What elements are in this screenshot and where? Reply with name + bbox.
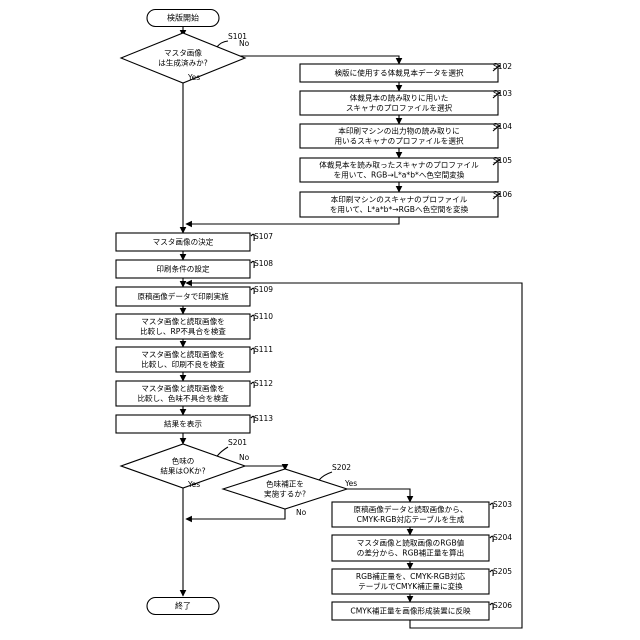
step-s204: マスタ画像と読取画像のRGB値の差分から、RGB補正量を算出 S204 <box>332 533 512 561</box>
decision-s101-no-label: No <box>239 39 250 48</box>
step-s111: マスタ画像と読取画像を比較し、印刷不良を検査 S111 <box>116 345 273 372</box>
step-s204-id: S204 <box>493 533 512 542</box>
end-terminal-label: 終了 <box>175 601 191 611</box>
step-s113: 結果を表示 S113 <box>116 414 273 433</box>
step-s205: RGB補正量を、CMYK-RGB対応テーブルでCMYK補正量に変換 S205 <box>332 567 512 594</box>
step-s206: CMYK補正量を画像形成装置に反映 S206 <box>332 601 512 620</box>
step-s205-text-line-2: テーブルでCMYK補正量に変換 <box>358 581 463 591</box>
step-s104: 本印刷マシンの出力物の読み取りに用いるスキャナのプロファイルを選択 S104 <box>300 122 512 148</box>
decision-s101-text-line-1: マスタ画像 <box>164 48 202 58</box>
step-s107: マスタ画像の決定 S107 <box>116 232 273 251</box>
step-s110-id: S110 <box>254 312 273 321</box>
step-s111-text-line-2: 比較し、印刷不良を検査 <box>141 359 225 369</box>
step-s204-text-line-2: の差分から、RGB補正量を算出 <box>357 548 465 558</box>
step-s108-text-line-1: 印刷条件の設定 <box>156 264 210 274</box>
step-s110-text-line-1: マスタ画像と読取画像を <box>141 316 225 326</box>
decision-s101: マスタ画像は生成済みか?S101NoYes <box>121 32 250 83</box>
decision-s201-id: S201 <box>228 438 247 447</box>
step-s109: 原稿画像データで印刷実施 S109 <box>116 285 273 306</box>
step-s203: 原稿画像データと読取画像から、CMYK-RGB対応テーブルを生成 S203 <box>332 500 512 527</box>
decision-s202-no-label: No <box>296 508 307 517</box>
step-s105-text-line-1: 体裁見本を読み取ったスキャナのプロファイル <box>319 160 479 170</box>
step-s113-text-line-1: 結果を表示 <box>164 419 202 429</box>
decision-s201: 色味の結果はOKか? S201NoYes <box>121 438 250 489</box>
step-s110: マスタ画像と読取画像を比較し、RP不具合を検査 S110 <box>116 312 273 339</box>
end-terminal: 終了 <box>147 598 219 615</box>
step-s205-id: S205 <box>493 567 512 576</box>
step-s203-text-line-2: CMYK-RGB対応テーブルを生成 <box>357 514 465 524</box>
step-s112-text-line-1: マスタ画像と読取画像を <box>141 383 225 393</box>
step-s112: マスタ画像と読取画像を比較し、色味不具合を検査 S112 <box>116 379 273 406</box>
step-s109-id: S109 <box>254 285 273 294</box>
step-s113-id: S113 <box>254 414 273 423</box>
start-terminal: 検版開始 <box>147 10 219 27</box>
step-s102-id: S102 <box>493 62 512 71</box>
decision-s201-no-label: No <box>239 453 250 462</box>
step-s109-text-line-1: 原稿画像データで印刷実施 <box>137 291 229 301</box>
decision-s101-text-line-2: は生成済みか? <box>158 58 208 68</box>
start-terminal-label: 検版開始 <box>167 13 199 23</box>
step-s110-text-line-2: 比較し、RP不具合を検査 <box>140 326 226 336</box>
decision-s201-id-leader <box>217 447 228 456</box>
step-s104-id: S104 <box>493 122 512 131</box>
step-s102-text-line-1: 検版に使用する体裁見本データを選択 <box>334 68 463 78</box>
step-s107-text-line-1: マスタ画像の決定 <box>153 237 214 247</box>
decision-s202-yes-label: Yes <box>344 479 357 488</box>
step-s105: 体裁見本を読み取ったスキャナのプロファイルを用いて、RGB→L*a*b*へ色空間… <box>300 156 512 182</box>
step-s106-id: S106 <box>493 190 512 199</box>
step-s111-text-line-1: マスタ画像と読取画像を <box>141 349 225 359</box>
step-s106-text-line-2: を用いて、L*a*b*→RGBへ色空間を変換 <box>330 204 469 214</box>
step-s103-id: S103 <box>493 89 512 98</box>
step-s111-id: S111 <box>254 345 273 354</box>
step-s206-text-line-1: CMYK補正量を画像形成装置に反映 <box>350 606 471 616</box>
decision-s101-id-leader <box>217 41 228 47</box>
step-s206-id: S206 <box>493 601 512 610</box>
step-s103-text-line-1: 体裁見本の読み取りに用いた <box>350 93 449 103</box>
step-s102: 検版に使用する体裁見本データを選択 S102 <box>300 62 512 82</box>
step-s105-text-line-2: を用いて、RGB→L*a*b*へ色空間変換 <box>334 170 465 180</box>
decision-s202-id: S202 <box>332 463 351 472</box>
step-s107-id: S107 <box>254 232 273 241</box>
step-s104-text-line-1: 本印刷マシンの出力物の読み取りに <box>338 126 460 136</box>
step-s106: 本印刷マシンのスキャナのプロファイルを用いて、L*a*b*→RGBへ色空間を変換… <box>300 190 512 217</box>
step-s204-text-line-1: マスタ画像と読取画像のRGB値 <box>357 538 465 548</box>
step-s112-text-line-2: 比較し、色味不具合を検査 <box>137 393 229 403</box>
step-s112-id: S112 <box>254 379 273 388</box>
decision-s202-id-leader <box>319 472 332 480</box>
step-s105-id: S105 <box>493 156 512 165</box>
step-s205-text-line-1: RGB補正量を、CMYK-RGB対応 <box>356 571 466 581</box>
decision-s202-text-line-1: 色味補正を <box>266 479 304 489</box>
decision-s201-text-line-2: 結果はOKか? <box>160 466 205 476</box>
step-s108: 印刷条件の設定 S108 <box>116 259 273 278</box>
step-s103: 体裁見本の読み取りに用いたスキャナのプロファイルを選択 S103 <box>300 89 512 115</box>
step-s203-text-line-1: 原稿画像データと読取画像から、 <box>354 504 468 514</box>
step-s203-id: S203 <box>493 500 512 509</box>
step-s108-id: S108 <box>254 259 273 268</box>
decision-s201-text-line-1: 色味の <box>172 456 195 466</box>
decision-s202-text-line-2: 実施するか? <box>264 489 306 499</box>
step-s103-text-line-2: スキャナのプロファイルを選択 <box>346 103 453 113</box>
flow-nodes: 検版開始終了 検版に使用する体裁見本データを選択 S102 体裁見本の読み取りに用いた… <box>116 10 512 621</box>
step-s104-text-line-2: 用いるスキャナのプロファイルを選択 <box>334 136 463 146</box>
decision-s201-yes-label: Yes <box>187 480 200 489</box>
decision-s101-yes-label: Yes <box>187 73 200 82</box>
step-s106-text-line-1: 本印刷マシンのスキャナのプロファイル <box>331 194 468 204</box>
